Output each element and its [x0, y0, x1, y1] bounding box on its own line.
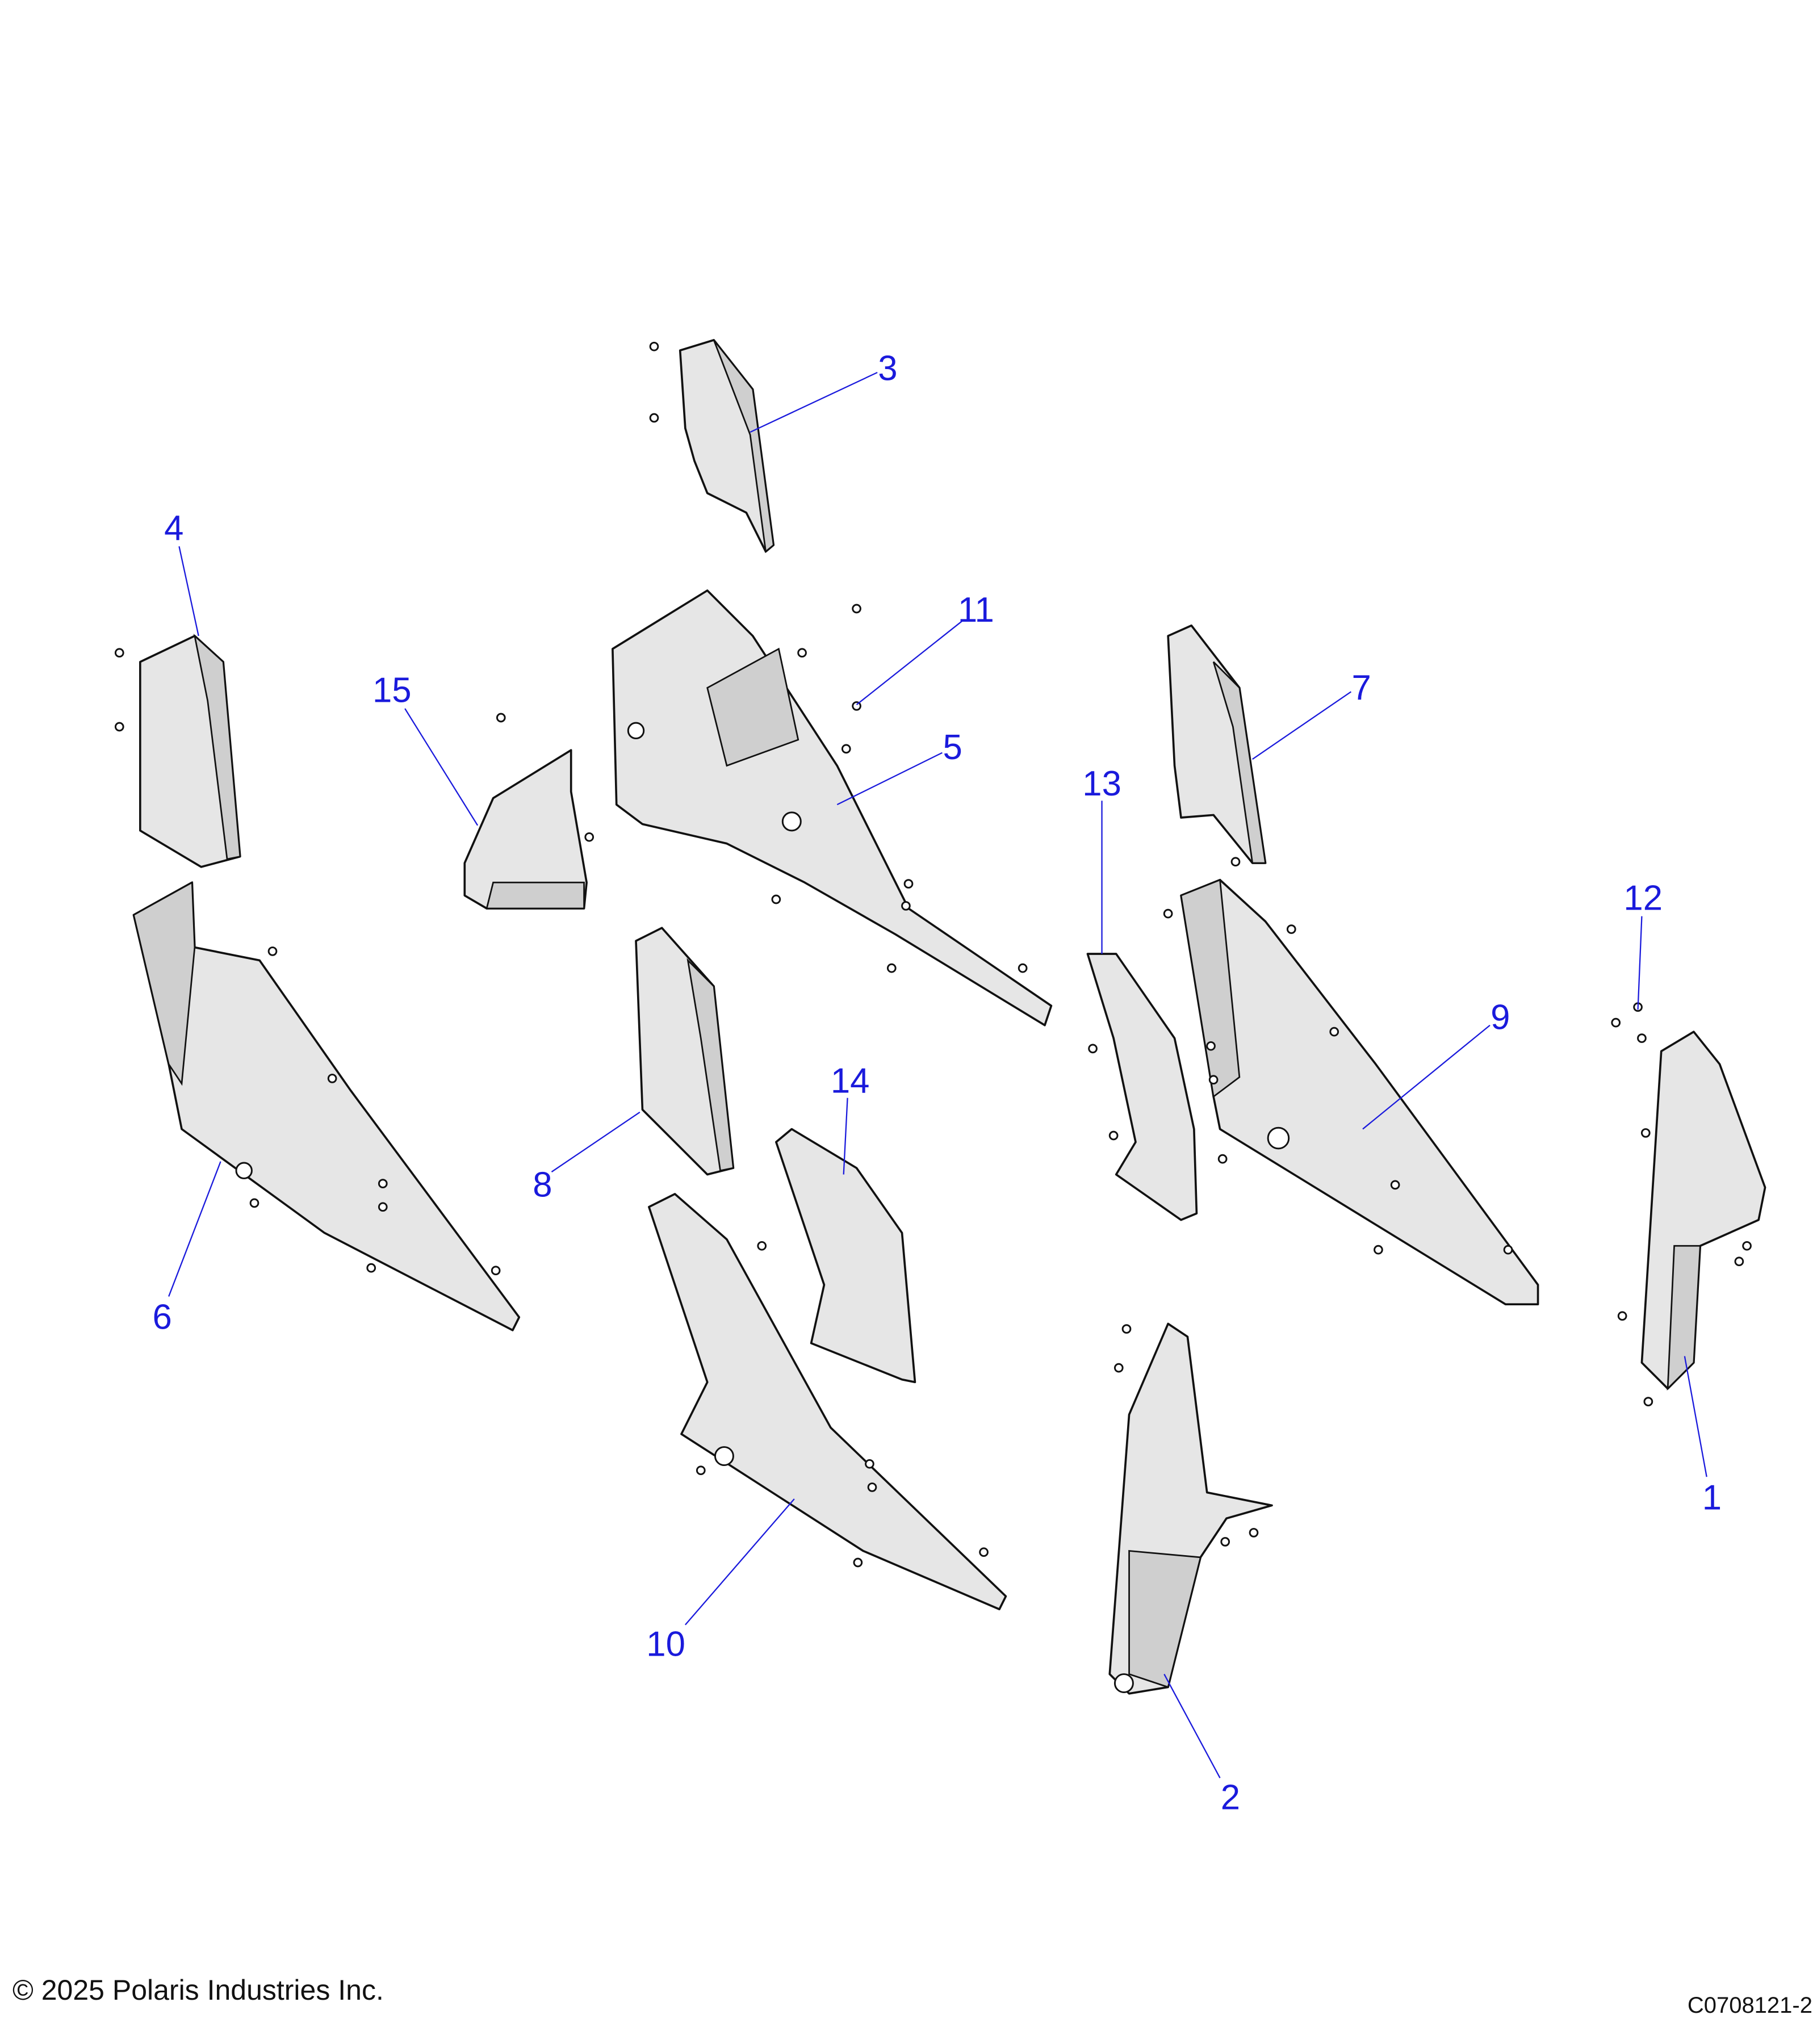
part-10-panel[interactable]: [648, 1193, 1007, 1611]
callout-13: 13: [1082, 764, 1121, 803]
leader-lines: [168, 371, 1707, 1778]
part-2-panel[interactable]: [1108, 1322, 1273, 1695]
drawing-number: C0708121-2: [1687, 1993, 1812, 2018]
part-9-panel[interactable]: [1180, 878, 1539, 1305]
part-7-panel[interactable]: [1167, 624, 1267, 864]
part-14-panel[interactable]: [775, 1128, 916, 1384]
callout-5: 5: [943, 728, 962, 767]
callout-10: 10: [646, 1625, 685, 1664]
part-5-panel[interactable]: [612, 589, 1053, 1027]
fasteners: [114, 341, 1752, 1568]
callout-12: 12: [1623, 878, 1663, 918]
part-15-bracket[interactable]: [463, 749, 588, 910]
callout-15: 15: [372, 671, 412, 710]
part-4-panel[interactable]: [139, 634, 241, 868]
callout-8: 8: [533, 1165, 552, 1204]
part-8-panel[interactable]: [635, 927, 735, 1176]
callout-11: 11: [958, 590, 994, 630]
callout-2: 2: [1221, 1778, 1240, 1817]
callout-4: 4: [164, 509, 183, 548]
callout-3: 3: [878, 349, 897, 388]
callout-6: 6: [153, 1298, 172, 1337]
part-3-panel[interactable]: [679, 339, 775, 554]
callouts: 1 2 3 4 5 6 7 8 9 10 11 12 13 14 15: [153, 349, 1722, 1817]
part-6-panel[interactable]: [132, 881, 521, 1331]
callout-1: 1: [1702, 1478, 1722, 1517]
copyright-notice: © 2025 Polaris Industries Inc.: [12, 1974, 384, 2006]
callout-9: 9: [1491, 998, 1510, 1037]
callout-7: 7: [1352, 668, 1371, 707]
callout-14: 14: [831, 1062, 870, 1101]
part-1-panel[interactable]: [1640, 1031, 1766, 1391]
part-13-bracket[interactable]: [1086, 953, 1198, 1221]
